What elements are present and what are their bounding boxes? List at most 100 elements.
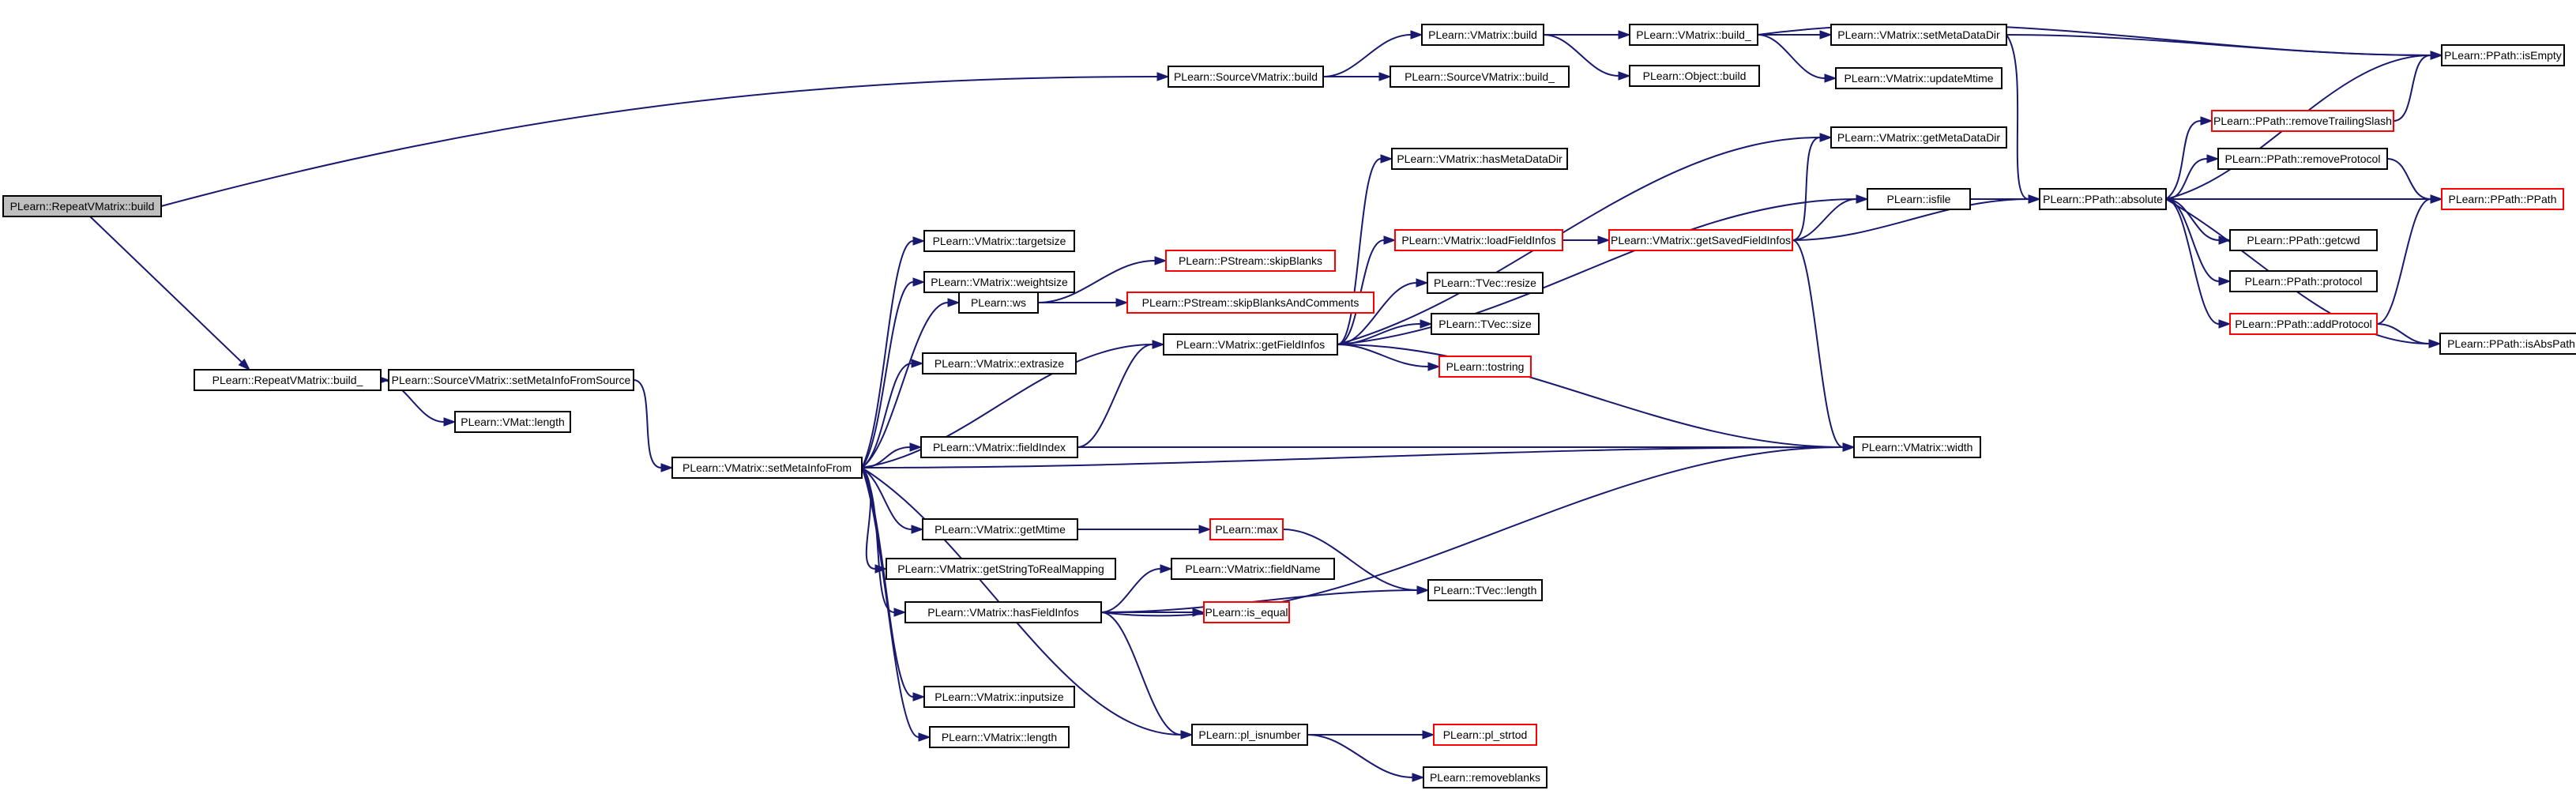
graph-node-n12[interactable]: PLearn::PPath::removeProtocol bbox=[2217, 148, 2388, 170]
node-box[interactable] bbox=[922, 352, 1077, 374]
graph-node-n13[interactable]: PLearn::isfile bbox=[1867, 188, 1971, 210]
graph-node-n38[interactable]: PLearn::VMatrix::getMtime bbox=[922, 518, 1078, 540]
node-box[interactable] bbox=[2229, 229, 2378, 251]
graph-node-n11[interactable]: PLearn::VMatrix::hasMetaDataDir bbox=[1391, 148, 1568, 170]
graph-node-n23[interactable]: PLearn::PPath::protocol bbox=[2229, 270, 2378, 292]
node-box[interactable] bbox=[1433, 724, 1537, 746]
node-box[interactable] bbox=[1168, 66, 1324, 88]
node-box[interactable] bbox=[1830, 24, 2007, 46]
graph-node-n30[interactable]: PLearn::VMatrix::extrasize bbox=[922, 352, 1077, 374]
graph-node-n34[interactable]: PLearn::VMat::length bbox=[454, 411, 571, 433]
graph-node-n49[interactable]: PLearn::removeblanks bbox=[1423, 766, 1547, 788]
node-box[interactable] bbox=[2441, 44, 2565, 66]
node-box[interactable] bbox=[958, 292, 1039, 314]
graph-node-n6[interactable]: PLearn::VMatrix::updateMtime bbox=[1835, 67, 2003, 89]
graph-node-n8[interactable]: PLearn::SourceVMatrix::build_ bbox=[1390, 66, 1570, 88]
graph-node-n4[interactable]: PLearn::Object::build bbox=[1629, 65, 1760, 87]
node-box[interactable] bbox=[923, 686, 1075, 708]
graph-node-n3[interactable]: PLearn::VMatrix::build_ bbox=[1629, 24, 1758, 46]
graph-node-n43[interactable]: PLearn::VMatrix::hasFieldInfos bbox=[904, 601, 1102, 623]
node-box[interactable] bbox=[2211, 110, 2394, 132]
node-box[interactable] bbox=[904, 601, 1102, 623]
graph-node-n16[interactable]: PLearn::VMatrix::loadFieldInfos bbox=[1394, 229, 1563, 251]
node-box[interactable] bbox=[1165, 250, 1336, 272]
node-box[interactable] bbox=[1203, 601, 1290, 623]
node-box[interactable] bbox=[929, 726, 1070, 748]
graph-node-n2[interactable]: PLearn::VMatrix::build bbox=[1421, 24, 1544, 46]
graph-node-n14[interactable]: PLearn::PPath::absolute bbox=[2039, 188, 2167, 210]
node-box[interactable] bbox=[1830, 126, 2007, 149]
graph-node-n17[interactable]: PLearn::VMatrix::getSavedFieldInfos bbox=[1608, 229, 1793, 251]
graph-node-n45[interactable]: PLearn::VMatrix::inputsize bbox=[923, 686, 1075, 708]
node-box[interactable] bbox=[2229, 313, 2378, 335]
graph-node-n15[interactable]: PLearn::PPath::PPath bbox=[2441, 188, 2564, 210]
node-box[interactable] bbox=[923, 230, 1075, 252]
node-box[interactable] bbox=[1608, 229, 1793, 251]
graph-node-n37[interactable]: PLearn::VMatrix::setMetaInfoFrom bbox=[671, 457, 863, 479]
node-box[interactable] bbox=[1126, 292, 1374, 314]
graph-node-n25[interactable]: PLearn::PStream::skipBlanksAndComments bbox=[1126, 292, 1374, 314]
node-box[interactable] bbox=[886, 558, 1116, 580]
node-box[interactable] bbox=[1163, 333, 1338, 356]
graph-node-n47[interactable]: PLearn::pl_isnumber bbox=[1191, 724, 1308, 746]
node-box[interactable] bbox=[1853, 436, 1981, 458]
node-box[interactable] bbox=[2039, 188, 2167, 210]
graph-node-n40[interactable]: PLearn::VMatrix::getStringToRealMapping bbox=[886, 558, 1116, 580]
node-box[interactable] bbox=[922, 518, 1078, 540]
graph-node-n19[interactable]: PLearn::VMatrix::targetsize bbox=[923, 230, 1075, 252]
graph-node-n1[interactable]: PLearn::SourceVMatrix::build bbox=[1168, 66, 1324, 88]
node-box[interactable] bbox=[1835, 67, 2003, 89]
graph-node-n26[interactable]: PLearn::TVec::size bbox=[1431, 313, 1540, 335]
node-box[interactable] bbox=[1209, 518, 1284, 540]
node-box[interactable] bbox=[1390, 66, 1570, 88]
graph-node-n48[interactable]: PLearn::pl_strtod bbox=[1433, 724, 1537, 746]
graph-node-n22[interactable]: PLearn::TVec::resize bbox=[1427, 272, 1544, 294]
graph-node-n9[interactable]: PLearn::PPath::removeTrailingSlash bbox=[2211, 110, 2394, 132]
node-box[interactable] bbox=[1438, 356, 1532, 378]
node-box[interactable] bbox=[2217, 148, 2388, 170]
node-box[interactable] bbox=[388, 369, 634, 391]
graph-node-n27[interactable]: PLearn::PPath::addProtocol bbox=[2229, 313, 2378, 335]
graph-node-n35[interactable]: PLearn::VMatrix::fieldIndex bbox=[920, 436, 1078, 458]
node-box[interactable] bbox=[1191, 724, 1308, 746]
graph-node-n24[interactable]: PLearn::ws bbox=[958, 292, 1039, 314]
graph-node-n20[interactable]: PLearn::PStream::skipBlanks bbox=[1165, 250, 1336, 272]
node-box[interactable] bbox=[2229, 270, 2378, 292]
graph-node-n31[interactable]: PLearn::tostring bbox=[1438, 356, 1532, 378]
node-box[interactable] bbox=[923, 271, 1075, 293]
graph-node-n18[interactable]: PLearn::PPath::getcwd bbox=[2229, 229, 2378, 251]
node-box[interactable] bbox=[1867, 188, 1971, 210]
node-box[interactable] bbox=[1629, 65, 1760, 87]
node-box[interactable] bbox=[1431, 313, 1540, 335]
node-box[interactable] bbox=[2439, 333, 2576, 355]
node-box[interactable] bbox=[1394, 229, 1563, 251]
graph-node-n10[interactable]: PLearn::VMatrix::getMetaDataDir bbox=[1830, 126, 2007, 149]
graph-node-n42[interactable]: PLearn::TVec::length bbox=[1427, 579, 1543, 601]
graph-node-n5[interactable]: PLearn::VMatrix::setMetaDataDir bbox=[1830, 24, 2007, 46]
node-box[interactable] bbox=[1171, 558, 1335, 580]
node-box[interactable] bbox=[1391, 148, 1568, 170]
graph-node-n29[interactable]: PLearn::PPath::isAbsPath bbox=[2439, 333, 2576, 355]
node-box[interactable] bbox=[1427, 272, 1544, 294]
node-box[interactable] bbox=[1427, 579, 1543, 601]
graph-node-n7[interactable]: PLearn::PPath::isEmpty bbox=[2441, 44, 2565, 66]
graph-node-n41[interactable]: PLearn::VMatrix::fieldName bbox=[1171, 558, 1335, 580]
node-box[interactable] bbox=[454, 411, 571, 433]
node-box[interactable] bbox=[2, 195, 162, 217]
node-box[interactable] bbox=[194, 369, 382, 391]
graph-node-n39[interactable]: PLearn::max bbox=[1209, 518, 1284, 540]
graph-node-n44[interactable]: PLearn::is_equal bbox=[1203, 601, 1290, 623]
graph-node-n33[interactable]: PLearn::SourceVMatrix::setMetaInfoFromSo… bbox=[388, 369, 634, 391]
node-box[interactable] bbox=[671, 457, 863, 479]
graph-node-n21[interactable]: PLearn::VMatrix::weightsize bbox=[923, 271, 1075, 293]
graph-node-n28[interactable]: PLearn::VMatrix::getFieldInfos bbox=[1163, 333, 1338, 356]
graph-node-n32[interactable]: PLearn::RepeatVMatrix::build_ bbox=[194, 369, 382, 391]
graph-node-n0[interactable]: PLearn::RepeatVMatrix::build bbox=[2, 195, 162, 217]
node-box[interactable] bbox=[2441, 188, 2564, 210]
graph-node-n46[interactable]: PLearn::VMatrix::length bbox=[929, 726, 1070, 748]
node-box[interactable] bbox=[1421, 24, 1544, 46]
node-box[interactable] bbox=[920, 436, 1078, 458]
node-box[interactable] bbox=[1423, 766, 1547, 788]
node-box[interactable] bbox=[1629, 24, 1758, 46]
graph-node-n36[interactable]: PLearn::VMatrix::width bbox=[1853, 436, 1981, 458]
